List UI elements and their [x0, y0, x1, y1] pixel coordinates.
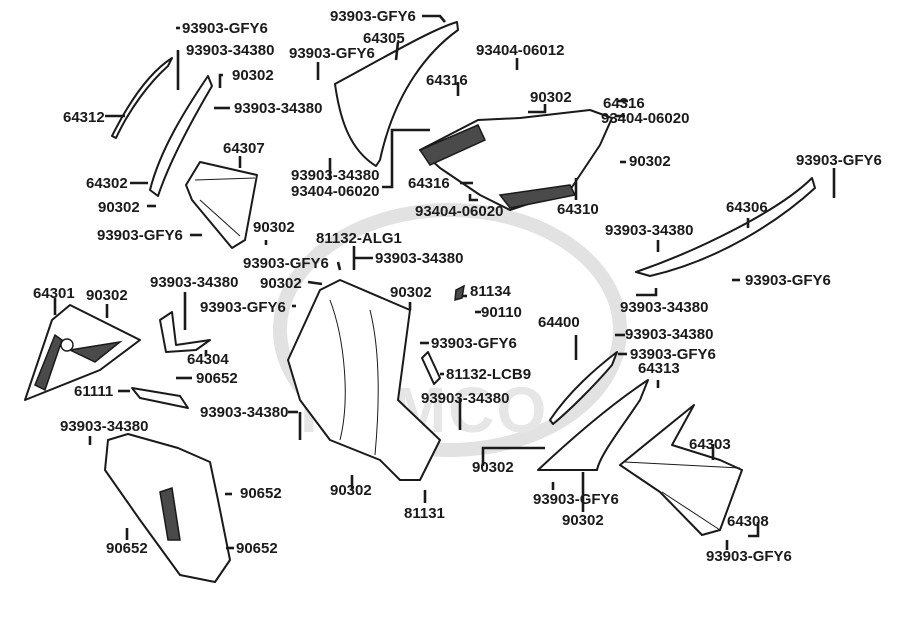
label-93903-34380[interactable]: 93903-34380	[291, 167, 379, 184]
part-64312[interactable]	[111, 57, 173, 139]
part-64306[interactable]	[635, 177, 816, 277]
label-64310[interactable]: 64310	[557, 201, 599, 218]
label-93903-34380[interactable]: 93903-34380	[375, 250, 463, 267]
label-93903-gfy6[interactable]: 93903-GFY6	[200, 299, 286, 316]
label-64304[interactable]: 64304	[187, 351, 229, 368]
label-64312[interactable]: 64312	[63, 109, 105, 126]
part-64307-detail	[194, 177, 256, 237]
label-90302[interactable]: 90302	[390, 284, 432, 301]
part-64302[interactable]	[149, 75, 213, 197]
part-81132-lcb9[interactable]	[421, 351, 441, 385]
part-64400-vent	[159, 487, 181, 541]
label-64316[interactable]: 64316	[603, 95, 645, 112]
label-90302[interactable]: 90302	[629, 153, 671, 170]
label-90652[interactable]: 93903-34380	[60, 418, 148, 435]
part-64301-emblem	[60, 338, 74, 352]
label-93903-gfy6[interactable]: 93903-GFY6	[97, 227, 183, 244]
label-93903-34380[interactable]: 93903-34380	[234, 100, 322, 117]
label-64316[interactable]: 64316	[426, 72, 468, 89]
label-93404-06020[interactable]: 93404-06020	[601, 110, 689, 127]
label-93903-gfy6[interactable]: 93903-GFY6	[243, 255, 329, 272]
label-93903-gfy6[interactable]: 93903-GFY6	[796, 152, 882, 169]
label-90302[interactable]: 90302	[232, 67, 274, 84]
label-90302[interactable]: 90302	[253, 219, 295, 236]
part-main-shield[interactable]	[287, 279, 441, 481]
part-64305[interactable]	[334, 21, 459, 167]
label-93903-gfy6[interactable]: 93903-GFY6	[289, 45, 375, 62]
leader-lines	[53, 14, 836, 550]
label-93903-34380[interactable]: 93903-34380	[605, 222, 693, 239]
label-93903-gfy6[interactable]: 90302	[472, 459, 514, 476]
label-93903-gfy6[interactable]: 93903-GFY6	[330, 8, 416, 25]
part-81134[interactable]	[454, 284, 465, 302]
label-90302[interactable]: 90302	[98, 199, 140, 216]
label-81131[interactable]: 81131	[404, 505, 445, 522]
part-64307[interactable]	[185, 161, 258, 249]
label-93903-34380[interactable]: 64400	[538, 314, 580, 331]
part-labels: 93903-GFY6 93903-34380 90302 64312 93903…	[33, 8, 882, 565]
label-61111[interactable]: 61111	[74, 383, 113, 400]
label-90652[interactable]: 90652	[240, 485, 282, 502]
label-90302[interactable]: 64313	[638, 360, 680, 377]
part-main-detail	[329, 299, 379, 456]
label-90652[interactable]: 90652	[196, 370, 238, 387]
label-93404-06012[interactable]: 93404-06012	[476, 42, 564, 59]
part-64304[interactable]	[159, 311, 211, 353]
label-90302[interactable]: 90302	[86, 287, 128, 304]
label-81134[interactable]: 81134	[470, 283, 512, 300]
label-81132-lcb9[interactable]: 81132-LCB9	[446, 366, 531, 383]
label-64307[interactable]: 64307	[223, 140, 265, 157]
label-64305[interactable]: 64305	[363, 30, 405, 47]
label-93404-06020[interactable]: 93404-06020	[415, 203, 503, 220]
part-64308[interactable]	[619, 404, 743, 536]
label-64303[interactable]: 90302	[562, 512, 604, 529]
label-64301[interactable]: 64301	[33, 285, 75, 302]
label-93404-06020[interactable]: 93404-06020	[291, 183, 379, 200]
part-64313[interactable]	[549, 351, 618, 425]
label-93903-34380[interactable]: 93903-34380	[186, 42, 274, 59]
label-64306[interactable]: 64306	[726, 199, 768, 216]
label-64316[interactable]: 64316	[408, 175, 450, 192]
label-64400[interactable]: 90652	[236, 540, 278, 557]
label-64313[interactable]: 93903-GFY6	[630, 346, 716, 363]
part-64301-stripe	[34, 333, 123, 392]
label-90302[interactable]: 90302	[530, 89, 572, 106]
label-93903-34380[interactable]: 93903-34380	[421, 390, 509, 407]
label-90302[interactable]: 93903-GFY6	[706, 548, 792, 565]
label-93903-gfy6[interactable]: 93903-GFY6	[182, 20, 268, 37]
label-90652[interactable]: 90652	[106, 540, 148, 557]
label-93903-gfy6[interactable]: 93903-GFY6	[745, 272, 831, 289]
label-90302[interactable]: 90302	[260, 275, 302, 292]
label-93903-gfy6[interactable]: 93903-GFY6	[431, 335, 517, 352]
label-93903-34380[interactable]: 93903-34380	[150, 274, 238, 291]
watermark-ring	[273, 203, 627, 457]
part-64303[interactable]	[537, 379, 649, 471]
label-93903-34380[interactable]: 93903-34380	[200, 404, 288, 421]
label-64308[interactable]: 64303	[689, 436, 731, 453]
label-64302[interactable]: 64302	[86, 175, 128, 192]
label-93903-gfy6[interactable]: 64308	[727, 513, 769, 530]
label-90302[interactable]: 93903-GFY6	[533, 491, 619, 508]
part-61111[interactable]	[131, 387, 189, 409]
label-81132-alg1[interactable]: 81132-ALG1	[316, 230, 402, 247]
label-90302[interactable]: 90302	[330, 482, 372, 499]
label-90110[interactable]: 90110	[481, 304, 522, 321]
part-64308-detail	[624, 461, 741, 531]
label-93903-gfy6[interactable]: 93903-34380	[625, 326, 713, 343]
label-93903-34380[interactable]: 93903-34380	[620, 299, 708, 316]
